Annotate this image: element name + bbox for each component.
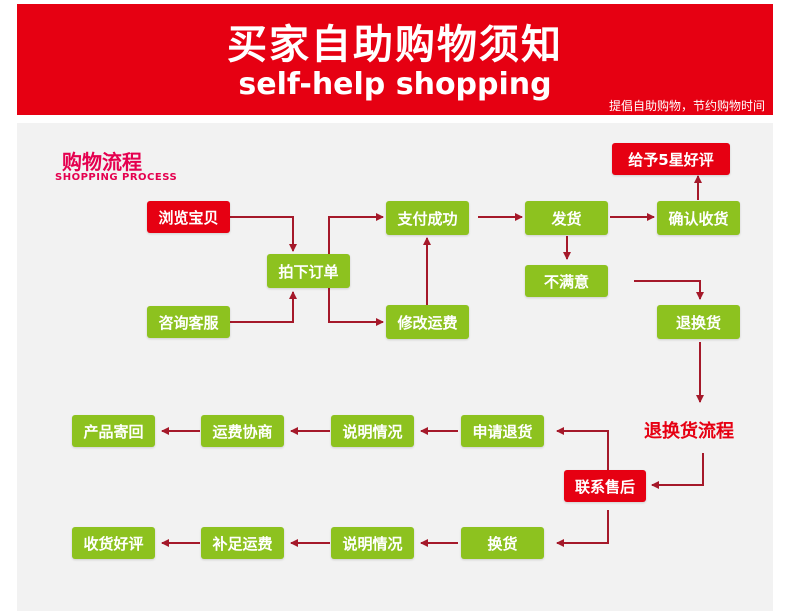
arrow-unsatisfied-return [634,280,704,300]
node-receive-rate: 收货好评 [72,527,155,559]
node-return: 退换货 [657,305,740,339]
node-pay: 支付成功 [386,201,469,235]
section-subtitle: SHOPPING PROCESS [55,172,178,183]
node-consult: 咨询客服 [147,306,230,338]
node-negotiate-shipping: 运费协商 [201,415,284,447]
arrow-flow-aftersales [651,453,704,489]
arrow-browse-order [230,216,297,252]
page-subtitle: self-help shopping [238,67,552,102]
node-confirm: 确认收货 [657,201,740,235]
return-flow-label: 退换货流程 [644,421,734,442]
header-banner: 买家自助购物须知 self-help shopping 提倡自助购物，节约购物时… [17,4,773,115]
node-send-back: 产品寄回 [72,415,155,447]
node-apply-return: 申请退货 [461,415,544,447]
node-pay-shipping: 补足运费 [201,527,284,559]
node-rate: 给予5星好评 [612,143,730,175]
node-modify-shipping: 修改运费 [386,305,469,339]
node-ship: 发货 [525,201,608,235]
node-after-sales: 联系售后 [564,470,646,502]
node-browse: 浏览宝贝 [147,201,230,233]
arrow-aftersales-exchange [556,510,609,547]
arrow-consult-order [230,291,297,323]
node-explain-1: 说明情况 [331,415,414,447]
slogan: 提倡自助购物，节约购物时间 [608,99,765,113]
arrow-aftersales-apply [556,427,609,473]
section-title: 购物流程 [62,150,142,174]
node-order: 拍下订单 [267,254,350,288]
arrow-order-modify [328,288,384,326]
node-unsatisfied: 不满意 [525,265,608,297]
page-title: 买家自助购物须知 [227,22,563,68]
node-exchange: 换货 [461,527,544,559]
arrow-order-pay [328,213,384,268]
node-explain-2: 说明情况 [331,527,414,559]
